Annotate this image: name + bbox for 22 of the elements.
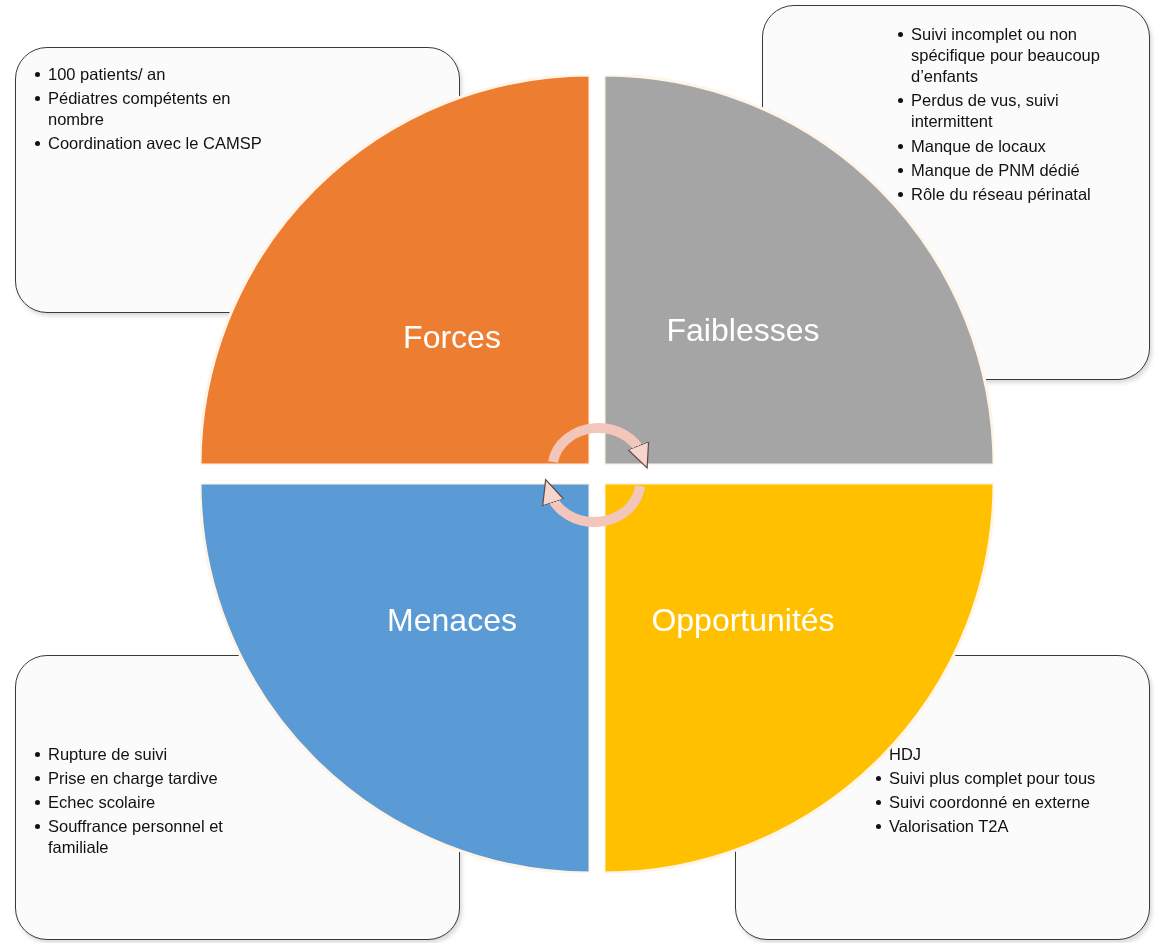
bullet-item: Manque de locaux [911, 135, 1139, 157]
segment-title: Faiblesses [666, 311, 820, 349]
bullet-item: HDJ [889, 744, 1151, 766]
curved-arrow [548, 423, 649, 469]
bullet-item: Pédiatres compétents en nombre [48, 88, 283, 131]
bullet-item: Echec scolaire [48, 792, 266, 814]
bullet-item: Manque de PNM dédié [911, 159, 1139, 181]
bullet-item: Rôle du réseau périnatal [911, 183, 1139, 205]
bullet-item: 100 patients/ an [48, 64, 283, 86]
segment-title: Forces [403, 318, 501, 356]
bullet-item: Coordination avec le CAMSP [48, 133, 283, 155]
bullet-item: Suivi plus complet pour tous [889, 768, 1151, 790]
bullet-item: Souffrance personnel et familiale [48, 816, 266, 859]
bullet-item: Perdus de vus, suivi intermittent [911, 90, 1139, 133]
segment-title: Opportunités [651, 601, 835, 639]
bullet-item: Rupture de suivi [48, 744, 266, 766]
segment-title: Menaces [387, 601, 517, 639]
bullet-item: Prise en charge tardive [48, 768, 266, 790]
bullet-item: Suivi incomplet ou non spécifique pour beaucoup d’enfants [911, 24, 1139, 88]
bullet-item: Suivi coordonné en externe [889, 792, 1151, 814]
curved-arrow [543, 479, 645, 527]
bullet-item: Valorisation T2A [889, 816, 1151, 838]
